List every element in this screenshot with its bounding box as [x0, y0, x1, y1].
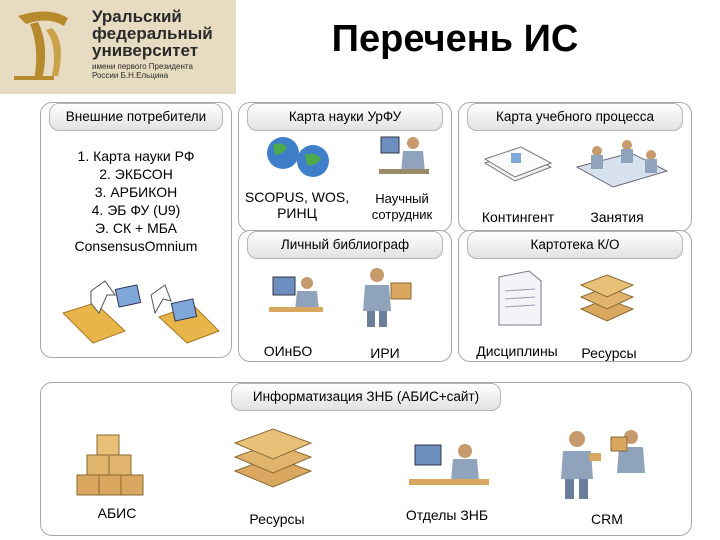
cards-label-right: Ресурсы — [581, 345, 637, 361]
university-logo: Уральский федеральный университет имени … — [0, 0, 236, 94]
logo-line-3: университет — [92, 41, 199, 60]
stack-icon — [579, 274, 635, 322]
panel-science-map: Карта науки УрФУ SCOPUS, WOS, РИНЦ Научн… — [238, 102, 452, 232]
workstation-icon — [269, 276, 323, 312]
panel-cards-title: Картотека К/О — [467, 231, 683, 259]
person-icon — [363, 268, 412, 327]
logo-sub-line-1: имени первого Президента — [92, 62, 193, 71]
panel-edu-title: Карта учебного процесса — [467, 103, 683, 131]
znb-label-abis: АБИС — [97, 505, 137, 521]
panel-external-consumers: Внешние потребители 1. Карта науки РФ 2.… — [40, 102, 232, 358]
panel-external-title: Внешние потребители — [49, 103, 223, 131]
cards-label-left: Дисциплины — [476, 343, 558, 359]
science-label-right: Научный сотрудник — [371, 191, 433, 222]
external-item: 2. ЭКБСОН — [99, 166, 173, 182]
researcher-icon — [379, 136, 429, 174]
logo-sub-line-2: России Б.Н.Ельцина — [92, 71, 169, 80]
folder-exchange-icon — [62, 280, 220, 344]
crm-icon — [561, 430, 645, 499]
znb-label-resources: Ресурсы — [249, 511, 305, 527]
external-item: ConsensusOmnium — [74, 238, 198, 254]
logo-name: Уральский федеральный университет — [92, 8, 213, 59]
edu-label-left: Контингент — [481, 209, 555, 225]
external-item: 3. АРБИКОН — [94, 184, 178, 200]
external-list: 1. Карта науки РФ 2. ЭКБСОН 3. АРБИКОН 4… — [41, 147, 231, 255]
students-icon — [483, 140, 669, 188]
znb-label-crm: CRM — [591, 511, 623, 527]
logo-line-1: Уральский — [92, 7, 182, 26]
external-item: 1. Карта науки РФ — [77, 148, 195, 164]
znb-label-departments: Отделы ЗНБ — [405, 507, 489, 523]
university-emblem-icon — [14, 11, 68, 80]
external-item: 4. ЭБ ФУ (U9) — [91, 202, 181, 218]
panel-edu-map: Карта учебного процесса Контингент Занят… — [458, 102, 692, 232]
panel-znb-title: Информатизация ЗНБ (АБИС+сайт) — [231, 383, 501, 411]
logo-line-2: федеральный — [92, 24, 213, 43]
page-title: Перечень ИС — [331, 18, 579, 60]
edu-label-right: Занятия — [590, 209, 644, 225]
panel-cards: Картотека К/О Дисциплины Ресурсы — [458, 230, 692, 362]
departments-icon — [409, 444, 489, 485]
biblio-label-left: ОИнБО — [263, 343, 313, 359]
globe-icon — [267, 137, 329, 177]
external-item: Э. СК + МБА — [95, 220, 177, 236]
boxes-icon — [76, 434, 144, 496]
logo-subtitle: имени первого Президента России Б.Н.Ельц… — [92, 62, 193, 80]
document-icon — [498, 270, 542, 326]
science-label-left: SCOPUS, WOS, РИНЦ — [244, 189, 350, 221]
panel-biblio-title: Личный библиограф — [247, 231, 443, 259]
resources-stack-icon — [233, 428, 313, 488]
biblio-label-right: ИРИ — [370, 345, 400, 361]
panel-znb: Информатизация ЗНБ (АБИС+сайт) АБИС Ресу… — [40, 382, 692, 536]
panel-science-title: Карта науки УрФУ — [247, 103, 443, 131]
panel-biblio: Личный библиограф ОИнБО ИРИ — [238, 230, 452, 362]
